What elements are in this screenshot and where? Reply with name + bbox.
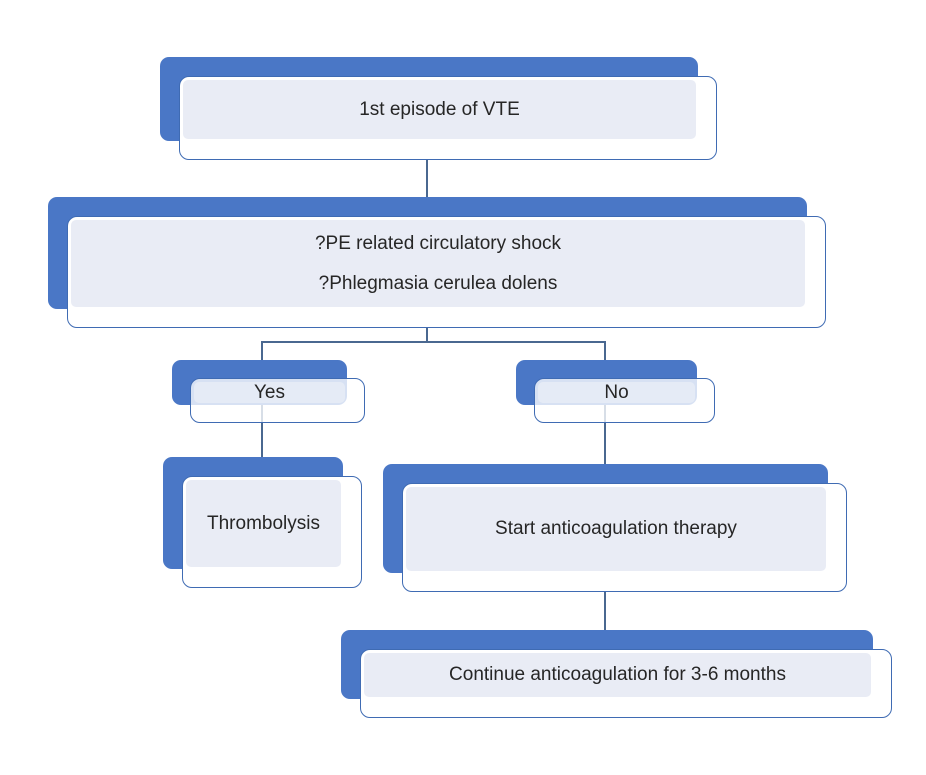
node-no-box: No	[534, 378, 715, 423]
flow-node-thrombolysis: Thrombolysis	[163, 457, 362, 588]
flow-node-yes: Yes	[172, 360, 365, 423]
node-thrombolysis-fill: Thrombolysis	[186, 480, 341, 567]
node-start-box: Start anticoagulation therapy	[402, 483, 847, 592]
flow-node-start-anticoagulation: Start anticoagulation therapy	[383, 464, 847, 592]
node-decision-label-line1: ?PE related circulatory shock	[314, 232, 562, 254]
node-thrombolysis-label: Thrombolysis	[207, 512, 320, 534]
node-yes-fill: Yes	[194, 382, 345, 403]
flow-node-decision: ?PE related circulatory shock ?Phlegmasi…	[48, 197, 826, 328]
node-decision-label-line2: ?Phlegmasia cerulea dolens	[318, 272, 558, 294]
node-vte-fill: 1st episode of VTE	[183, 80, 696, 139]
node-yes-label: Yes	[254, 381, 285, 403]
node-decision-fill: ?PE related circulatory shock ?Phlegmasi…	[71, 220, 805, 307]
node-start-fill: Start anticoagulation therapy	[406, 487, 826, 571]
flow-node-continue-anticoagulation: Continue anticoagulation for 3-6 months	[341, 630, 892, 718]
connector-vte-to-decision	[426, 160, 428, 197]
node-vte-label: 1st episode of VTE	[359, 98, 520, 120]
node-decision-box: ?PE related circulatory shock ?Phlegmasi…	[67, 216, 826, 328]
flow-node-no: No	[516, 360, 715, 423]
node-start-label: Start anticoagulation therapy	[495, 518, 737, 540]
node-vte-box: 1st episode of VTE	[179, 76, 717, 160]
node-continue-fill: Continue anticoagulation for 3-6 months	[364, 653, 871, 697]
node-continue-label: Continue anticoagulation for 3-6 months	[449, 664, 786, 686]
node-no-label: No	[604, 381, 629, 403]
node-yes-box: Yes	[190, 378, 365, 423]
flow-node-vte: 1st episode of VTE	[160, 57, 717, 160]
connector-start-to-continue	[604, 592, 606, 630]
node-continue-box: Continue anticoagulation for 3-6 months	[360, 649, 892, 718]
connector-branch-bar	[261, 341, 605, 343]
node-thrombolysis-box: Thrombolysis	[182, 476, 362, 588]
connector-decision-stub	[426, 328, 428, 342]
node-no-fill: No	[538, 382, 695, 403]
